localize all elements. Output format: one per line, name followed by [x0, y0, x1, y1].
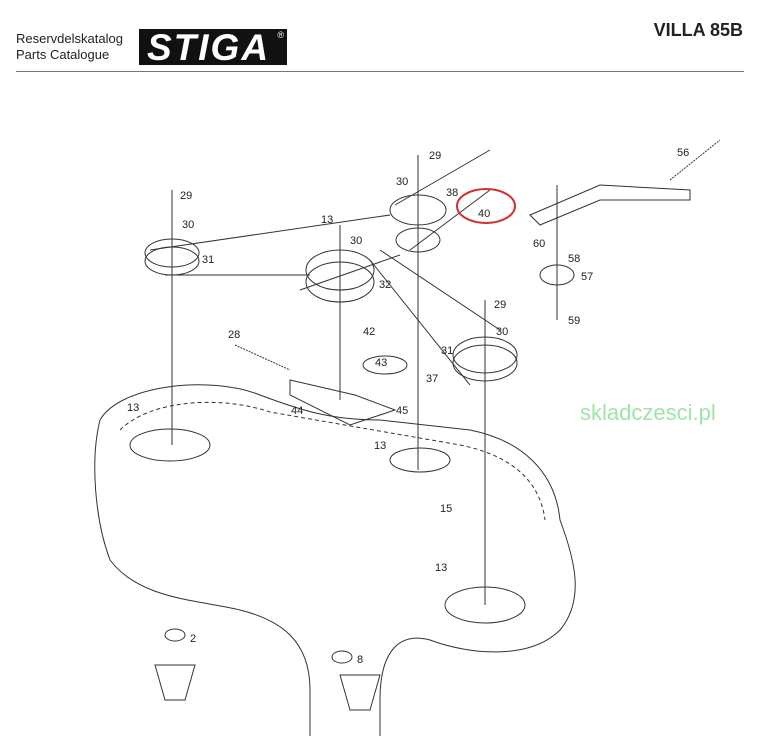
callout-45: 45: [396, 405, 408, 417]
catalog-title-english: Parts Catalogue: [16, 47, 110, 62]
spring-28: [234, 344, 291, 371]
callout-2: 2: [190, 633, 196, 645]
callout-labels: 29 30 31 13 30 29 30 38 40 32 28 42 43 3…: [127, 147, 689, 666]
bracket-44: [289, 379, 397, 426]
model-name: VILLA 85B: [653, 20, 743, 40]
arm: [529, 184, 691, 226]
callout-42: 42: [363, 326, 375, 338]
catalog-title-swedish: Reservdelskatalog: [16, 31, 123, 46]
callout-56: 56: [677, 147, 689, 159]
callout-60: 60: [533, 238, 545, 250]
stiga-logo: STIGA®: [139, 27, 287, 68]
callout-30: 30: [182, 219, 194, 231]
callout-13: 13: [321, 214, 333, 226]
spring-56: [669, 139, 721, 181]
callout-13: 13: [374, 440, 386, 452]
washer-43: [362, 355, 408, 375]
callout-13: 13: [127, 402, 139, 414]
highlight-circle-40: [456, 188, 516, 224]
callout-44: 44: [291, 405, 303, 417]
callout-32: 32: [379, 279, 391, 291]
callout-57: 57: [581, 271, 593, 283]
callout-40: 40: [478, 208, 490, 220]
callout-8: 8: [357, 654, 363, 666]
callout-30: 30: [496, 326, 508, 338]
spindle-hole-left: [129, 428, 211, 462]
callout-15: 15: [440, 503, 452, 515]
callout-58: 58: [568, 253, 580, 265]
callout-30: 30: [396, 176, 408, 188]
callout-59: 59: [568, 315, 580, 327]
callout-13: 13: [435, 562, 447, 574]
callout-37: 37: [426, 373, 438, 385]
mower-deck: [94, 384, 576, 736]
callout-29: 29: [180, 190, 192, 202]
callout-29: 29: [429, 150, 441, 162]
callout-30: 30: [350, 235, 362, 247]
callout-29: 29: [494, 299, 506, 311]
callout-38: 38: [446, 187, 458, 199]
callout-43: 43: [375, 357, 387, 369]
callout-31: 31: [441, 345, 453, 357]
watermark: skladczesci.pl: [580, 400, 716, 425]
callout-31: 31: [202, 254, 214, 266]
callout-28: 28: [228, 329, 240, 341]
header-divider: [16, 71, 744, 72]
